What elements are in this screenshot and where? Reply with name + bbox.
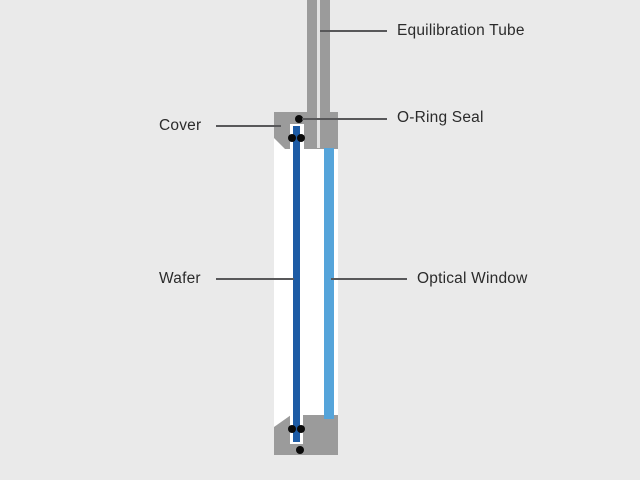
- o-ring-dot-top-right: [297, 134, 305, 142]
- o-ring-dot-top-left: [288, 134, 296, 142]
- leader-line-equilibration-tube: [320, 30, 387, 32]
- o-ring-dot-bottom-right: [297, 425, 305, 433]
- cover-bottom-block: [274, 415, 338, 455]
- equilibration-tube-wall-left: [307, 0, 317, 113]
- wafer-shape: [293, 126, 300, 442]
- equilibration-tube-bore: [317, 0, 320, 148]
- leader-line-wafer: [216, 278, 294, 280]
- leader-line-cover: [216, 125, 281, 127]
- label-cover: Cover: [159, 117, 202, 134]
- o-ring-dot-bottom-left: [288, 425, 296, 433]
- optical-window-shape: [324, 148, 334, 419]
- leader-line-o-ring-seal: [302, 118, 387, 120]
- label-wafer: Wafer: [159, 270, 201, 287]
- equilibration-tube-wall-right: [320, 0, 330, 113]
- label-o-ring-seal: O-Ring Seal: [397, 109, 484, 126]
- label-equilibration-tube: Equilibration Tube: [397, 22, 525, 39]
- label-optical-window: Optical Window: [417, 270, 528, 287]
- o-ring-dot-bottom: [296, 446, 304, 454]
- o-ring-dot-top: [295, 115, 303, 123]
- leader-line-optical-window: [331, 278, 407, 280]
